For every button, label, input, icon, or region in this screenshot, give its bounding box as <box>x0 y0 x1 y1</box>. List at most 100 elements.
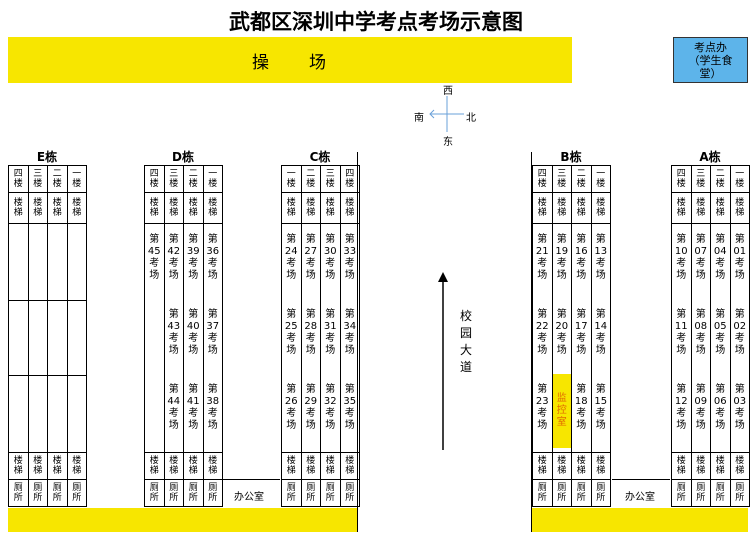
exam-room-text: 第 <box>325 384 336 395</box>
exam-room-text: 考 <box>595 408 606 419</box>
exam-room-text: 第 <box>734 234 745 245</box>
row-line <box>8 300 86 301</box>
building-name: D栋 <box>172 150 194 164</box>
exam-room-text: 考 <box>305 333 316 344</box>
exam-room-text: 场 <box>344 270 355 281</box>
exam-room-text: 考 <box>188 333 199 344</box>
exam-room-text: 场 <box>695 270 706 281</box>
toilet-char: 厕 <box>557 483 567 493</box>
exam-room-text: 场 <box>325 345 336 356</box>
exam-room-text: 19 <box>555 246 569 257</box>
stairs-char: 梯 <box>537 208 547 218</box>
column-line <box>144 224 145 453</box>
exam-room-text: 10 <box>674 246 688 257</box>
exam-room-text: 考 <box>168 408 179 419</box>
floor-char: 楼 <box>169 179 179 189</box>
column-line <box>671 224 672 453</box>
column-line <box>222 224 223 453</box>
toilet-char: 厕 <box>325 483 335 493</box>
exam-room-text: 13 <box>594 246 608 257</box>
exam-room-text: 考 <box>537 258 548 269</box>
stairs-char: 梯 <box>188 466 198 476</box>
stairs-bottom: 楼梯 <box>202 452 223 480</box>
stairs-char: 梯 <box>696 466 706 476</box>
exam-room-text: 39 <box>186 246 200 257</box>
exam-room-text: 考 <box>695 333 706 344</box>
exam-room-text: 场 <box>676 270 687 281</box>
compass-south: 南 <box>414 113 424 124</box>
toilet-char: 所 <box>537 493 547 503</box>
floor-char: 楼 <box>188 179 198 189</box>
exam-room-text: 第 <box>715 234 726 245</box>
exam-room-text: 37 <box>206 321 220 332</box>
exam-room-text: 考 <box>537 333 548 344</box>
exam-room-text: 场 <box>168 345 179 356</box>
stairs-char: 梯 <box>52 208 62 218</box>
exam-room-text: 第 <box>576 234 587 245</box>
exam-room-text: 38 <box>206 396 220 407</box>
exam-room-text: 29 <box>304 396 318 407</box>
exam-room-text: 36 <box>206 246 220 257</box>
toilet-char: 厕 <box>676 483 686 493</box>
exam-room-text: 场 <box>168 420 179 431</box>
stairs-top: 楼梯 <box>163 192 184 224</box>
toilet-char: 厕 <box>696 483 706 493</box>
exam-room-text: 第 <box>595 384 606 395</box>
exam-room-text: 31 <box>323 321 337 332</box>
building-name: A栋 <box>699 150 721 164</box>
stairs-char: 楼 <box>325 198 335 208</box>
toilet-char: 厕 <box>72 483 82 493</box>
exam-room-text: 考 <box>325 333 336 344</box>
exam-room-text: 26 <box>284 396 298 407</box>
exam-room-text: 场 <box>207 270 218 281</box>
exam-room-text: 第 <box>286 234 297 245</box>
exam-room-text: 16 <box>574 246 588 257</box>
stairs-bottom: 楼梯 <box>339 452 360 480</box>
stairs-bottom: 楼梯 <box>671 452 692 480</box>
column-line <box>710 224 711 453</box>
floor-label: 一楼 <box>66 165 87 193</box>
stairs-char: 梯 <box>33 466 43 476</box>
floor-char: 四 <box>13 169 23 179</box>
exam-room-text: 考 <box>556 258 567 269</box>
stairs-char: 楼 <box>735 198 745 208</box>
toilet: 厕所 <box>144 479 165 507</box>
stairs-bottom: 楼梯 <box>690 452 711 480</box>
toilet-char: 所 <box>735 493 745 503</box>
exam-room-text: 18 <box>574 396 588 407</box>
stairs-char: 楼 <box>52 198 62 208</box>
building-name: C栋 <box>309 150 331 164</box>
floor-char: 楼 <box>557 179 567 189</box>
stairs-char: 梯 <box>537 466 547 476</box>
stairs-char: 楼 <box>208 456 218 466</box>
toilet: 厕所 <box>671 479 692 507</box>
exam-room-text: 场 <box>207 345 218 356</box>
floor-label: 二楼 <box>710 165 731 193</box>
toilet: 厕所 <box>202 479 223 507</box>
exam-room-text: 考 <box>734 408 745 419</box>
floor-char: 楼 <box>52 179 62 189</box>
exam-room-text: 场 <box>715 420 726 431</box>
stairs-top: 楼梯 <box>183 192 204 224</box>
exam-room-text: 第 <box>207 384 218 395</box>
exam-room-text: 考 <box>305 258 316 269</box>
toilet-char: 所 <box>13 493 23 503</box>
floor-char: 三 <box>325 169 335 179</box>
toilet-char: 所 <box>52 493 62 503</box>
toilet-char: 厕 <box>576 483 586 493</box>
exam-room-text: 考 <box>695 408 706 419</box>
floor-label: 四楼 <box>8 165 29 193</box>
office-label-right: 办公室 <box>625 492 655 503</box>
stairs-char: 楼 <box>286 198 296 208</box>
exam-room-text: 第 <box>537 384 548 395</box>
